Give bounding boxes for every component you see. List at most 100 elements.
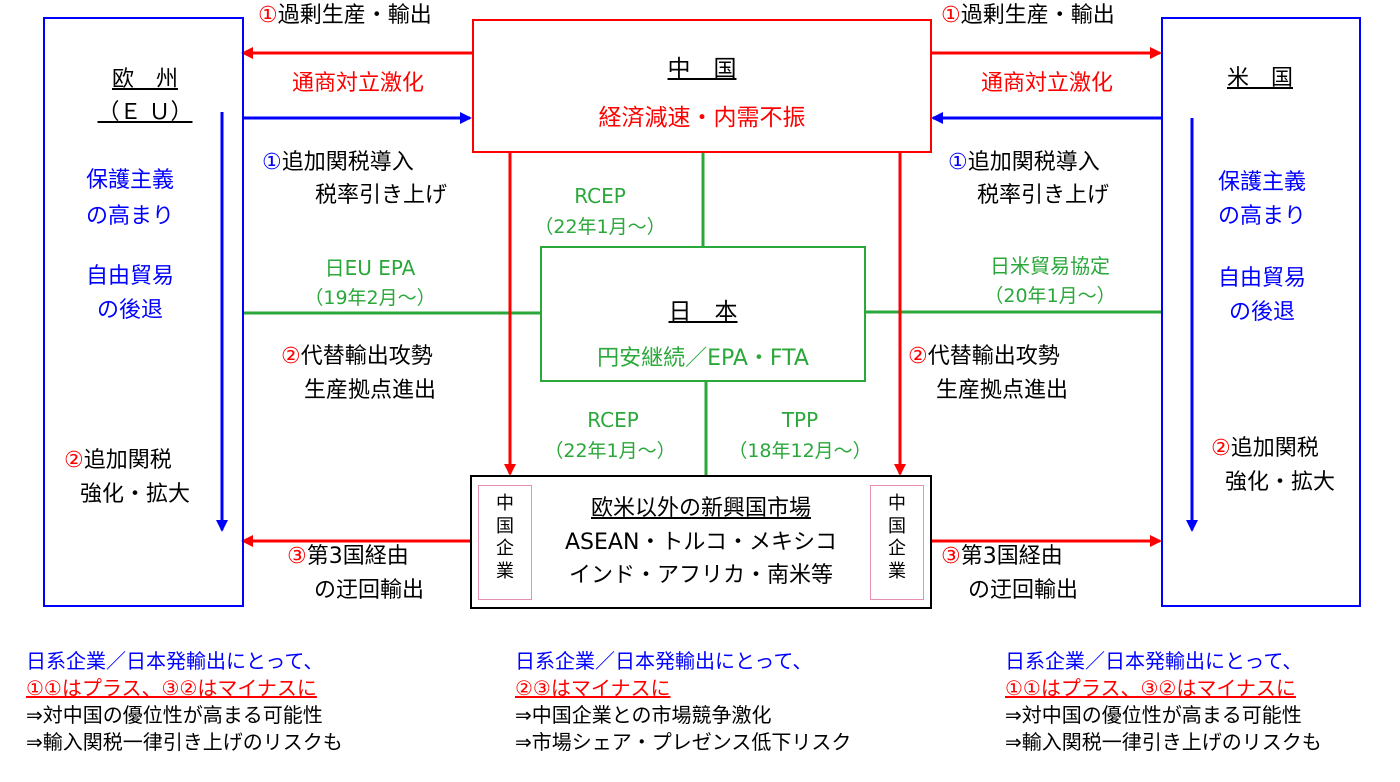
chinese-company-tag-right [870, 485, 924, 600]
usa-free-trade-2: の後退 [1228, 300, 1295, 325]
tpp-label: TPP [781, 408, 819, 432]
note-center-line2: ②③はマイナスに [515, 676, 671, 700]
emerging-title: 欧米以外の新興国市場 [590, 496, 811, 521]
alt-export-text: 代替輸出攻勢 [927, 344, 1060, 369]
note-left-line2: ①①はプラス、③②はマイナスに [26, 676, 317, 700]
japan-subtitle: 円安継続／EPA・FTA [597, 346, 809, 371]
tariff-text: 追加関税導入 [281, 150, 414, 175]
tariff-left-1: ①追加関税導入 [262, 152, 414, 174]
japan-box [540, 246, 866, 382]
europe-tariff-text: 追加関税 [83, 448, 172, 473]
alt-export-left-1: ②代替輸出攻勢 [281, 346, 433, 368]
char: 中 [888, 493, 906, 514]
usa-tariff-text: 追加関税 [1230, 436, 1319, 461]
usa-protectionism-1: 保護主義 [1217, 170, 1306, 195]
europe-tariff-1: ②追加関税 [64, 450, 172, 472]
note-left-line3: ⇒対中国の優位性が高まる可能性 [26, 703, 323, 727]
jus-trade-date: （20年1月～） [984, 285, 1116, 307]
europe-tariff-2: 強化・拡大 [80, 482, 191, 507]
char: 企 [496, 538, 514, 559]
chinese-company-label-left: 中 国 企 業 [478, 493, 532, 583]
japan-title: 日 本 [668, 299, 738, 325]
note-right-line3: ⇒対中国の優位性が高まる可能性 [1005, 703, 1302, 727]
europe-title: 欧 州 [111, 67, 178, 92]
trade-conflict-left: 通商対立激化 [292, 71, 425, 96]
europe-protectionism-2: の高まり [85, 204, 174, 229]
tariff-right-2: 税率引き上げ [977, 183, 1110, 208]
emerging-line2: ASEAN・トルコ・メキシコ [565, 530, 837, 555]
chinese-company-label-right: 中 国 企 業 [870, 493, 924, 583]
emerging-box [470, 475, 932, 609]
overprod-text: 過剰生産・輸出 [960, 3, 1115, 28]
num-1: ① [262, 150, 282, 175]
note-center-line3: ⇒中国企業との市場競争激化 [515, 703, 772, 727]
note-center-line1: 日系企業／日本発輸出にとって、 [515, 649, 813, 673]
overprod-text: 過剰生産・輸出 [277, 3, 432, 28]
china-subtitle: 経済減速・内需不振 [598, 105, 806, 131]
num-1: ① [941, 3, 961, 28]
detour-left-1: ③第3国経由 [287, 546, 409, 568]
num-2: ② [281, 344, 301, 369]
note-right-line2: ①①はプラス、③②はマイナスに [1005, 676, 1296, 700]
detour-left-2: の迂回輸出 [314, 578, 425, 603]
jeu-epa-label: 日EU EPA [324, 256, 416, 280]
europe-free-trade-2: の後退 [96, 298, 163, 323]
rcep-top-label: RCEP [574, 184, 626, 208]
overprod-label-left: ①過剰生産・輸出 [258, 5, 432, 27]
china-box [472, 19, 932, 153]
detour-right-2: の迂回輸出 [968, 578, 1079, 603]
alt-export-text: 代替輸出攻勢 [300, 344, 433, 369]
china-title: 中 国 [667, 56, 737, 82]
char: 業 [888, 560, 906, 582]
jeu-epa-date: （19年2月～） [304, 287, 436, 309]
note-left: 日系企業／日本発輸出にとって、 ①①はプラス、③②はマイナスに ⇒対中国の優位性… [26, 648, 343, 756]
num-2: ② [64, 448, 84, 473]
char: 企 [888, 538, 906, 559]
char: 国 [888, 515, 906, 537]
detour-text: 第3国経由 [960, 544, 1063, 569]
rcep-top-date: （22年1月～） [534, 216, 666, 238]
usa-title: 米 国 [1226, 66, 1293, 91]
note-center-line4: ⇒市場シェア・プレゼンス低下リスク [515, 730, 852, 754]
tariff-text: 追加関税導入 [967, 150, 1100, 175]
char: 国 [496, 515, 514, 537]
num-3: ③ [941, 544, 961, 569]
num-3: ③ [287, 544, 307, 569]
alt-export-left-2: 生産拠点進出 [304, 378, 437, 403]
detour-text: 第3国経由 [306, 544, 409, 569]
trade-conflict-right: 通商対立激化 [981, 71, 1114, 96]
usa-protectionism-2: の高まり [1217, 204, 1306, 229]
note-right-line4: ⇒輸入関税一律引き上げのリスクも [1005, 730, 1322, 754]
alt-export-right-2: 生産拠点進出 [936, 378, 1069, 403]
jus-trade-label: 日米貿易協定 [990, 254, 1110, 278]
char: 業 [496, 560, 514, 582]
europe-free-trade-1: 自由貿易 [85, 264, 174, 289]
alt-export-right-1: ②代替輸出攻勢 [908, 346, 1060, 368]
rcep-bottom-date: （22年1月～） [544, 440, 676, 462]
emerging-line3: インド・アフリカ・南米等 [568, 563, 833, 588]
usa-tariff-2: 強化・拡大 [1225, 470, 1336, 495]
tpp-date: （18年12月～） [728, 440, 872, 462]
usa-free-trade-1: 自由貿易 [1217, 266, 1306, 291]
usa-tariff-1: ②追加関税 [1211, 438, 1319, 460]
chinese-company-tag-left [478, 485, 532, 600]
overprod-label-right: ①過剰生産・輸出 [941, 5, 1115, 27]
note-left-line4: ⇒輸入関税一律引き上げのリスクも [26, 730, 343, 754]
num-2: ② [1211, 436, 1231, 461]
note-right: 日系企業／日本発輸出にとって、 ①①はプラス、③②はマイナスに ⇒対中国の優位性… [1005, 648, 1322, 756]
note-left-line1: 日系企業／日本発輸出にとって、 [26, 649, 324, 673]
num-1: ① [948, 150, 968, 175]
detour-right-1: ③第3国経由 [941, 546, 1063, 568]
europe-subtitle: （Ｅ Ｕ） [97, 100, 193, 125]
tariff-right-1: ①追加関税導入 [948, 152, 1100, 174]
europe-box [43, 17, 244, 607]
num-2: ② [908, 344, 928, 369]
num-1: ① [258, 3, 278, 28]
note-right-line1: 日系企業／日本発輸出にとって、 [1005, 649, 1303, 673]
tariff-left-2: 税率引き上げ [315, 183, 448, 208]
char: 中 [496, 493, 514, 514]
europe-protectionism-1: 保護主義 [85, 168, 174, 193]
usa-box [1161, 17, 1361, 607]
rcep-bottom-label: RCEP [587, 408, 639, 432]
